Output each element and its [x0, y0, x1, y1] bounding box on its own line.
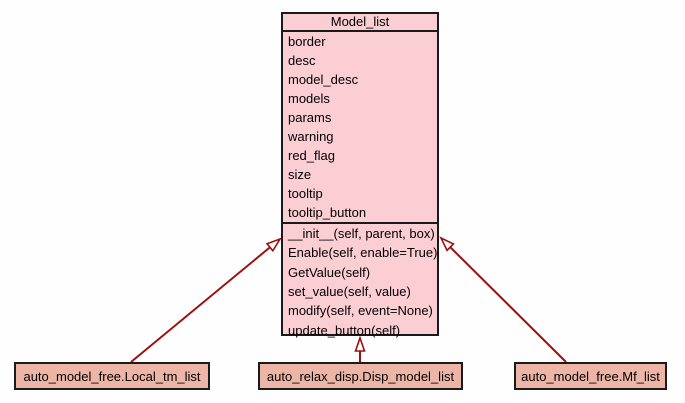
attribute-row: tooltip [288, 186, 323, 201]
attribute-row: red_flag [288, 148, 335, 163]
class-node-label: auto_model_free.Mf_list [521, 368, 660, 384]
class-node-label: auto_model_free.Local_tm_list [23, 368, 201, 384]
methods-compartment: __init__(self, parent, box) Enable(self,… [283, 224, 437, 340]
attribute-row: size [288, 167, 312, 182]
class-node-label: auto_relax_disp.Disp_model_list [266, 368, 455, 384]
attribute-row: tooltip_button [288, 205, 367, 220]
attributes-compartment: border desc model_desc models params war… [283, 32, 437, 224]
class-title: Model_list [283, 14, 437, 32]
method-row: __init__(self, parent, box) [288, 226, 435, 242]
attribute-row: params [288, 110, 332, 125]
method-row: Enable(self, enable=True) [288, 245, 438, 261]
method-row: set_value(self, value) [288, 284, 411, 300]
attribute-row: border [288, 34, 326, 49]
class-node-local-tm-list: auto_model_free.Local_tm_list [14, 362, 210, 390]
method-row: modify(self, event=None) [288, 303, 433, 319]
inheritance-arrow-left [130, 237, 282, 363]
class-node-model-list: Model_list border desc model_desc models… [281, 12, 439, 338]
method-row: GetValue(self) [288, 264, 371, 280]
attribute-row: model_desc [288, 72, 359, 87]
attribute-row: models [288, 91, 330, 106]
method-row: update_button(self) [288, 322, 401, 338]
class-node-mf-list: auto_model_free.Mf_list [514, 362, 667, 390]
attribute-row: desc [288, 53, 316, 68]
inheritance-arrow-right [439, 236, 567, 363]
class-node-disp-model-list: auto_relax_disp.Disp_model_list [258, 362, 463, 390]
attribute-row: warning [288, 129, 334, 144]
